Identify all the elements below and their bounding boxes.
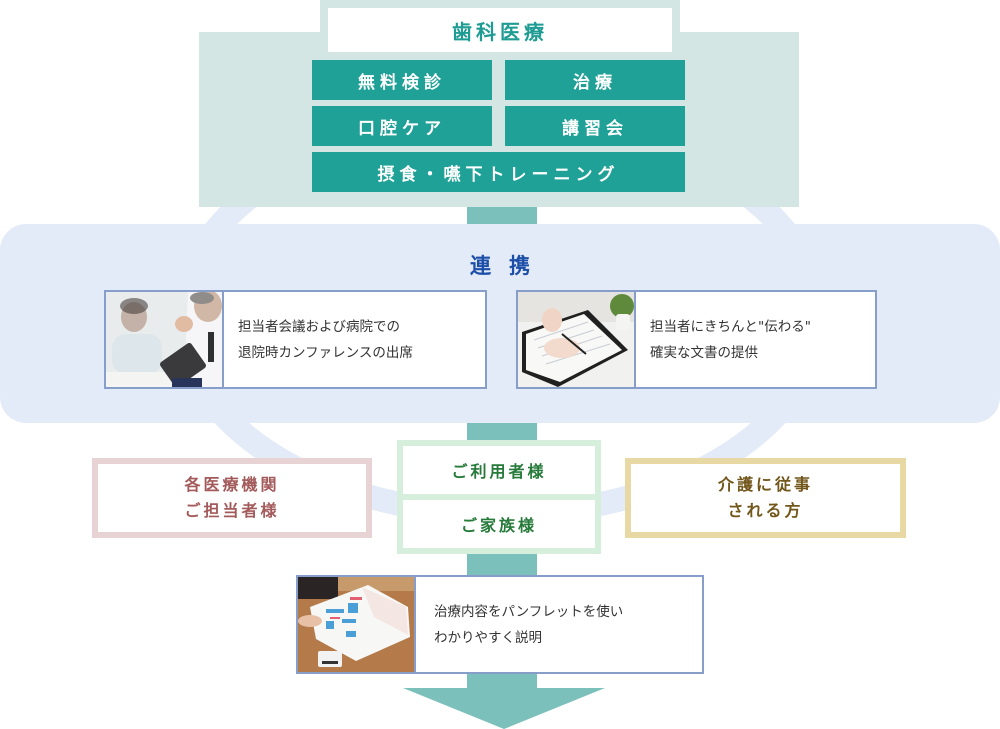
document-writing-photo [518, 292, 636, 387]
connector-dental-to-band [467, 207, 537, 225]
care-line: 介護に従事 [717, 475, 813, 494]
families-box: ご家族様 [403, 500, 595, 548]
meeting-photo [106, 292, 224, 387]
service-treatment: 治療 [505, 60, 685, 100]
connector-band-to-users [467, 423, 537, 441]
explanation-line: わかりやすく説明 [434, 629, 542, 646]
service-swallowing-training: 摂食・嚥下トレーニング [312, 152, 685, 192]
explanation-line: 治療内容をパンフレットを使い [434, 603, 624, 620]
down-arrow-icon [403, 674, 605, 729]
dental-title: 歯科医療 [328, 8, 672, 52]
pamphlet-photo [298, 577, 416, 672]
card-line: 確実な文書の提供 [650, 344, 758, 361]
users-box: ご利用者様 [403, 446, 595, 494]
collab-card-meeting-text: 担当者会議および病院での 退院時カンファレンスの出席 [224, 292, 485, 387]
card-line: 担当者にきちんと"伝わる" [650, 318, 811, 335]
service-oral-care: 口腔ケア [312, 106, 492, 146]
connector-users-to-explanation [467, 554, 537, 576]
collab-card-document: 担当者にきちんと"伝わる" 確実な文書の提供 [516, 290, 877, 389]
service-seminar: 講習会 [505, 106, 685, 146]
explanation-card: 治療内容をパンフレットを使い わかりやすく説明 [296, 575, 704, 674]
collaboration-title: 連携 [470, 254, 548, 278]
card-line: 退院時カンファレンスの出席 [238, 344, 413, 361]
medical-line: ご担当者様 [184, 501, 280, 520]
collab-card-document-text: 担当者にきちんと"伝わる" 確実な文書の提供 [636, 292, 875, 387]
card-line: 担当者会議および病院での [238, 318, 400, 335]
service-free-checkup: 無料検診 [312, 60, 492, 100]
medical-line: 各医療機関 [184, 475, 280, 494]
care-line: される方 [727, 501, 804, 520]
medical-institutions-box: 各医療機関 ご担当者様 [92, 458, 372, 538]
care-workers-box: 介護に従事 される方 [625, 458, 906, 538]
explanation-text: 治療内容をパンフレットを使い わかりやすく説明 [416, 577, 702, 672]
collab-card-meeting: 担当者会議および病院での 退院時カンファレンスの出席 [104, 290, 487, 389]
